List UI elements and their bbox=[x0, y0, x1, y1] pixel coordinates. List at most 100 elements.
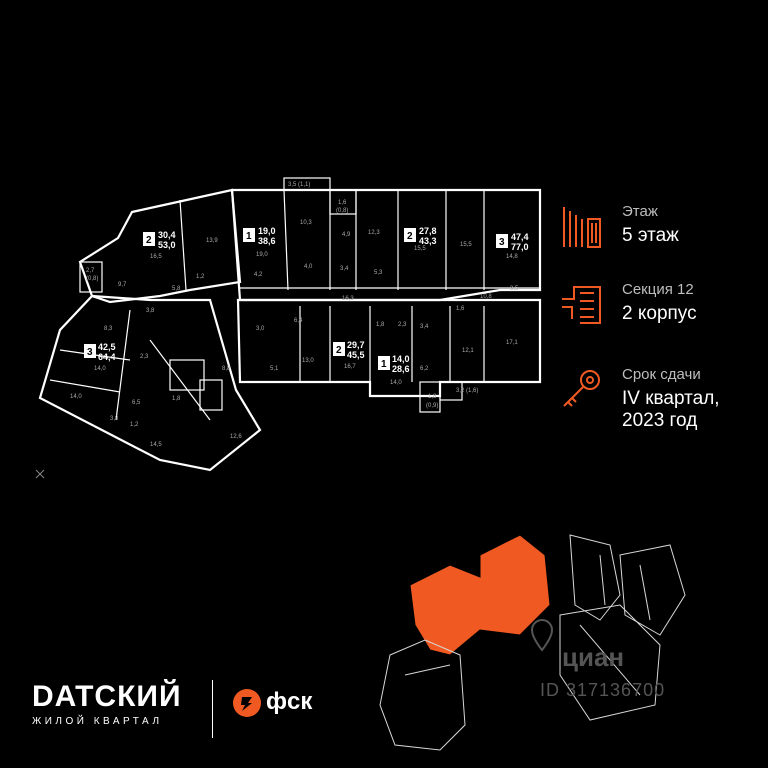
apt-total: 43,3 bbox=[419, 236, 437, 246]
room-area: 6,2 bbox=[420, 366, 429, 372]
room-area: 14,8 bbox=[506, 254, 518, 260]
room-area: 2,7 bbox=[86, 268, 95, 274]
fsk-logo-icon bbox=[233, 689, 261, 717]
room-area: 4,0 bbox=[304, 264, 313, 270]
room-area: 9,7 bbox=[118, 282, 127, 288]
room-area: 14,5 bbox=[150, 442, 162, 448]
apt-living: 30,4 bbox=[158, 230, 176, 240]
room-area: 1,8 bbox=[172, 396, 181, 402]
floor-label: Этаж bbox=[622, 203, 658, 220]
room-area: 10,3 bbox=[300, 220, 312, 226]
room-area: 15,5 bbox=[414, 246, 426, 252]
cian-pin-icon: циан bbox=[530, 618, 624, 672]
brand-name: DATСКИЙ bbox=[32, 680, 182, 713]
room-area: 10,8 bbox=[480, 294, 492, 300]
apt-rooms: 1 bbox=[246, 231, 252, 242]
watermark-id: ID 317136700 bbox=[540, 680, 666, 700]
apt-rooms: 2 bbox=[336, 345, 342, 356]
room-area: 14,0 bbox=[94, 366, 106, 372]
apt-living: 14,0 bbox=[392, 354, 410, 364]
apt-living: 19,0 bbox=[258, 226, 276, 236]
room-area: 3,4 bbox=[420, 324, 429, 330]
room-area: (0,8) bbox=[86, 276, 98, 282]
deadline-value-line2: 2023 год bbox=[622, 410, 698, 431]
apt-total: 28,6 bbox=[392, 364, 410, 374]
apt-living: 29,7 bbox=[347, 340, 365, 350]
room-area: 16,7 bbox=[344, 364, 356, 370]
deadline-value: IV квартал, 2023 год bbox=[622, 388, 720, 432]
room-area: 8,8 bbox=[222, 366, 231, 372]
apt-total: 38,6 bbox=[258, 236, 276, 246]
room-area: 6,4 bbox=[294, 318, 303, 324]
room-area: 13,0 bbox=[302, 358, 314, 364]
brand-subtitle: ЖИЛОЙ КВАРТАЛ bbox=[32, 716, 163, 727]
compass-icon bbox=[35, 469, 45, 479]
apt-total: 45,5 bbox=[347, 350, 365, 360]
room-area: (0,9) bbox=[426, 403, 438, 409]
highlighted-building bbox=[409, 534, 551, 656]
room-area: 15,5 bbox=[460, 242, 472, 248]
apt-rooms: 3 bbox=[87, 347, 93, 358]
apt-rooms: 1 bbox=[381, 359, 387, 370]
cian-logo-text: циан bbox=[562, 642, 624, 672]
room-area: 3,8 bbox=[146, 308, 155, 314]
building-outline bbox=[379, 639, 466, 751]
apt-living: 47,4 bbox=[511, 232, 529, 242]
apt-living: 27,8 bbox=[419, 226, 437, 236]
apt-living: 42,5 bbox=[98, 342, 116, 352]
apt-rooms: 2 bbox=[407, 231, 413, 242]
room-area: 19,0 bbox=[256, 252, 268, 258]
room-area: 17,1 bbox=[506, 340, 518, 346]
room-area: 12,1 bbox=[462, 348, 474, 354]
brand: DATСКИЙ ЖИЛОЙ КВАРТАЛ bbox=[32, 680, 182, 728]
apt-rooms: 3 bbox=[499, 237, 505, 248]
building-outline bbox=[569, 534, 621, 621]
room-area: 3,8 bbox=[110, 416, 119, 422]
apt-total: 64,4 bbox=[98, 352, 116, 362]
room-area: 1,6 bbox=[338, 200, 347, 206]
section-label: Секция 12 bbox=[622, 281, 694, 298]
room-area: 14,0 bbox=[390, 380, 402, 386]
room-area: 1,2 bbox=[196, 274, 205, 280]
room-area: 3,5 (1,1) bbox=[288, 182, 310, 188]
room-area: 16,5 bbox=[150, 254, 162, 260]
room-area: (0,8) bbox=[336, 208, 348, 214]
room-area: 3,5 bbox=[510, 286, 519, 292]
room-area: 12,6 bbox=[230, 434, 242, 440]
room-area: 1,6 bbox=[456, 306, 465, 312]
building-outline bbox=[559, 604, 661, 721]
room-area: 3,4 bbox=[340, 266, 349, 272]
room-area: 3,2 (1,6) bbox=[456, 388, 478, 394]
room-area: 3,0 bbox=[256, 326, 265, 332]
room-area: 13,9 bbox=[206, 238, 218, 244]
deadline-label: Срок сдачи bbox=[622, 366, 701, 383]
room-area: 2,3 bbox=[140, 354, 149, 360]
room-area: 1,8 bbox=[428, 394, 437, 400]
room-area: 2,3 bbox=[398, 322, 407, 328]
deadline-value-line1: IV квартал, bbox=[622, 388, 720, 409]
building-outline bbox=[619, 544, 686, 636]
room-area: 5,1 bbox=[270, 366, 279, 372]
room-area: 1,2 bbox=[130, 422, 139, 428]
section-value: 2 корпус bbox=[622, 303, 697, 324]
apt-rooms: 2 bbox=[146, 235, 152, 246]
room-area: 4,9 bbox=[342, 232, 351, 238]
developer-logo: фск bbox=[232, 688, 312, 723]
room-area: 12,3 bbox=[368, 230, 380, 236]
floor-value: 5 этаж bbox=[622, 225, 679, 246]
room-area: 14,0 bbox=[70, 394, 82, 400]
room-area: 16,3 bbox=[342, 296, 354, 302]
developer-name: фск bbox=[266, 688, 313, 715]
room-area: 8,3 bbox=[104, 326, 113, 332]
apt-total: 77,0 bbox=[511, 242, 529, 252]
room-area: 5,3 bbox=[374, 270, 383, 276]
floor-icon bbox=[563, 207, 601, 248]
apt-total: 53,0 bbox=[158, 240, 176, 250]
room-area: 1,8 bbox=[376, 322, 385, 328]
building-illustration bbox=[379, 534, 686, 751]
room-area: 6,5 bbox=[132, 400, 141, 406]
room-area: 4,2 bbox=[254, 272, 263, 278]
room-area: 5,8 bbox=[172, 286, 181, 292]
section-icon bbox=[562, 286, 601, 324]
